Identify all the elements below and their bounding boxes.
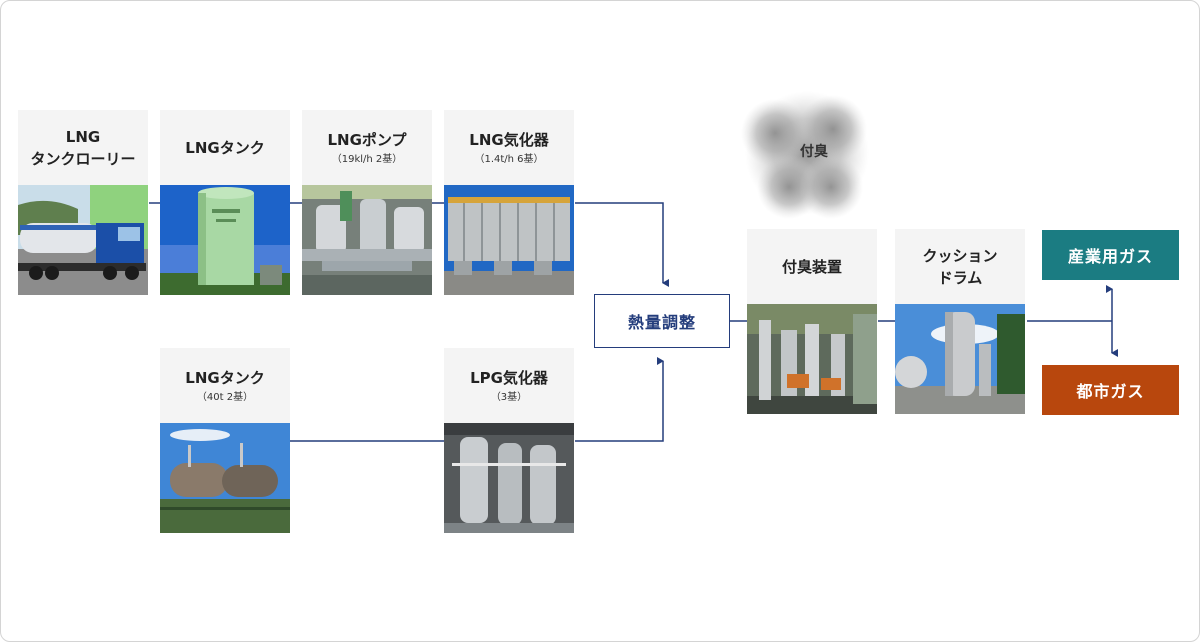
- card-title: LNGポンプ: [327, 130, 407, 149]
- card-title: LNG気化器: [469, 130, 549, 149]
- odorizer-photo: [747, 304, 877, 414]
- cushion-drum-photo: [895, 304, 1025, 414]
- odor-label: 付臭: [800, 144, 828, 160]
- connector-lng-to-heat: [575, 202, 669, 287]
- lng-vaporizer-photo: [444, 185, 574, 295]
- card-odorizer: 付臭装置: [747, 229, 877, 414]
- card-title: LPG気化器: [470, 368, 548, 387]
- card-subtitle: （3基）: [490, 391, 528, 403]
- card-title: LNG タンクローリー: [30, 127, 136, 168]
- card-subtitle: （40t 2基）: [196, 391, 254, 403]
- output-city-gas: 都市ガス: [1042, 365, 1179, 415]
- card-lng-tank-lorry: LNG タンクローリー: [18, 110, 148, 295]
- card-title: LNGタンク: [185, 138, 265, 157]
- card-subtitle: （1.4t/h 6基）: [474, 153, 544, 165]
- lng-tank-photo: [160, 185, 290, 295]
- card-title: LNGタンク: [185, 368, 265, 387]
- card-lng-tank-2: LNGタンク （40t 2基）: [160, 348, 290, 533]
- connector-lpg-to-heat: [575, 357, 664, 442]
- card-title: 付臭装置: [781, 257, 842, 276]
- lng-tank-2-photo: [160, 423, 290, 533]
- card-lng-pump: LNGポンプ （19kl/h 2基）: [302, 110, 432, 295]
- card-cushion-drum: クッション ドラム: [895, 229, 1025, 414]
- card-lng-vaporizer: LNG気化器 （1.4t/h 6基）: [444, 110, 574, 295]
- output-industrial-gas: 産業用ガス: [1042, 230, 1179, 280]
- card-lng-tank: LNGタンク: [160, 110, 290, 295]
- card-lpg-vaporizer: LPG気化器 （3基）: [444, 348, 574, 533]
- heat-adjustment-box: 熱量調整: [594, 294, 730, 348]
- card-subtitle: （19kl/h 2基）: [331, 153, 403, 165]
- odor-smoke-icon: [741, 91, 869, 219]
- card-title: クッション ドラム: [922, 246, 998, 287]
- lpg-vaporizer-photo: [444, 423, 574, 533]
- tank-lorry-photo: [18, 185, 148, 295]
- lng-pump-photo: [302, 185, 432, 295]
